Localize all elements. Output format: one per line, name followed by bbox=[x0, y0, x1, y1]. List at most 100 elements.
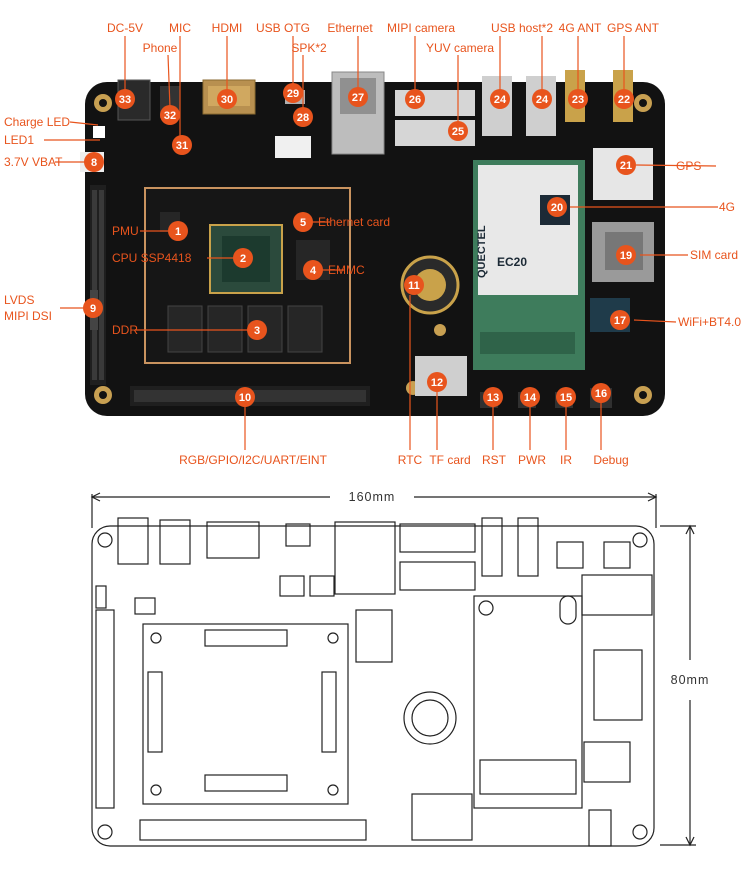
label-vbat: 3.7V VBAT bbox=[4, 155, 63, 169]
label-tf-card: TF card bbox=[429, 453, 470, 467]
svg-text:22: 22 bbox=[618, 94, 630, 106]
callout-labels: DC-5V MIC Phone HDMI USB OTG SPK*2 Ether… bbox=[4, 21, 741, 467]
label-rgb-gpio: RGB/GPIO/I2C/UART/EINT bbox=[179, 453, 327, 467]
badge-21: 21 bbox=[616, 155, 636, 175]
label-usb-otg: USB OTG bbox=[256, 21, 310, 35]
label-sim-card: SIM card bbox=[690, 248, 738, 262]
label-mic: MIC bbox=[169, 21, 191, 35]
label-gps-ant: GPS ANT bbox=[607, 21, 660, 35]
svg-text:12: 12 bbox=[431, 377, 443, 389]
badges: 33 32 31 30 29 28 27 26 25 24 24 23 22 2… bbox=[83, 83, 636, 407]
label-rtc: RTC bbox=[398, 453, 423, 467]
label-spk: SPK*2 bbox=[291, 41, 327, 55]
badge-26: 26 bbox=[405, 89, 425, 109]
badge-4: 4 bbox=[303, 260, 323, 280]
badge-15: 15 bbox=[556, 387, 576, 407]
svg-text:9: 9 bbox=[90, 303, 96, 315]
badge-31: 31 bbox=[172, 135, 192, 155]
label-ir: IR bbox=[560, 453, 572, 467]
ec20-brand-text: QUECTEL bbox=[476, 225, 488, 278]
svg-text:1: 1 bbox=[175, 226, 181, 238]
badge-22: 22 bbox=[614, 89, 634, 109]
badge-13: 13 bbox=[483, 387, 503, 407]
svg-text:15: 15 bbox=[560, 392, 572, 404]
svg-text:17: 17 bbox=[614, 315, 626, 327]
badge-5: 5 bbox=[293, 212, 313, 232]
svg-text:2: 2 bbox=[240, 253, 246, 265]
label-ddr: DDR bbox=[112, 323, 138, 337]
badge-1: 1 bbox=[168, 221, 188, 241]
label-yuv-camera: YUV camera bbox=[426, 41, 494, 55]
badge-32: 32 bbox=[160, 105, 180, 125]
label-rst: RST bbox=[482, 453, 507, 467]
badge-29: 29 bbox=[283, 83, 303, 103]
badge-14: 14 bbox=[520, 387, 540, 407]
svg-text:8: 8 bbox=[91, 157, 97, 169]
badge-25: 25 bbox=[448, 121, 468, 141]
badge-23: 23 bbox=[568, 89, 588, 109]
label-wifi-bt: WiFi+BT4.0 bbox=[678, 315, 741, 329]
badge-10: 10 bbox=[235, 387, 255, 407]
svg-text:27: 27 bbox=[352, 92, 364, 104]
svg-text:21: 21 bbox=[620, 160, 632, 172]
badge-24a: 24 bbox=[490, 89, 510, 109]
badge-28: 28 bbox=[293, 107, 313, 127]
svg-text:31: 31 bbox=[176, 140, 188, 152]
svg-text:23: 23 bbox=[572, 94, 584, 106]
label-debug: Debug bbox=[593, 453, 628, 467]
label-ethernet: Ethernet bbox=[327, 21, 373, 35]
svg-text:26: 26 bbox=[409, 94, 421, 106]
badge-24b: 24 bbox=[532, 89, 552, 109]
label-mipi-dsi: MIPI DSI bbox=[4, 309, 52, 323]
ec20-model-text: EC20 bbox=[497, 255, 527, 269]
badge-16: 16 bbox=[591, 383, 611, 403]
badge-30: 30 bbox=[217, 89, 237, 109]
badge-9: 9 bbox=[83, 298, 103, 318]
label-pwr: PWR bbox=[518, 453, 546, 467]
label-usb-host: USB host*2 bbox=[491, 21, 553, 35]
svg-text:25: 25 bbox=[452, 126, 464, 138]
label-ethernet-card: Ethernet card bbox=[318, 215, 390, 229]
label-dc5v: DC-5V bbox=[107, 21, 143, 35]
badge-20: 20 bbox=[547, 197, 567, 217]
label-emmc: EMMC bbox=[328, 263, 365, 277]
badge-3: 3 bbox=[247, 320, 267, 340]
label-hdmi: HDMI bbox=[212, 21, 243, 35]
badge-2: 2 bbox=[233, 248, 253, 268]
leader-lines bbox=[44, 36, 718, 450]
svg-text:24: 24 bbox=[536, 94, 549, 106]
dimension-width: 160mm bbox=[349, 490, 396, 504]
badge-11: 11 bbox=[404, 275, 424, 295]
svg-text:33: 33 bbox=[119, 94, 131, 106]
label-4g-ant: 4G ANT bbox=[559, 21, 602, 35]
label-gps: GPS bbox=[676, 159, 701, 173]
svg-text:3: 3 bbox=[254, 325, 260, 337]
svg-text:14: 14 bbox=[524, 392, 537, 404]
svg-text:30: 30 bbox=[221, 94, 233, 106]
badge-19: 19 bbox=[616, 245, 636, 265]
label-lvds: LVDS bbox=[4, 293, 34, 307]
svg-text:5: 5 bbox=[300, 217, 306, 229]
svg-text:24: 24 bbox=[494, 94, 507, 106]
label-phone: Phone bbox=[143, 41, 178, 55]
badge-12: 12 bbox=[427, 372, 447, 392]
label-led1: LED1 bbox=[4, 133, 34, 147]
svg-text:19: 19 bbox=[620, 250, 632, 262]
svg-text:16: 16 bbox=[595, 388, 607, 400]
dimension-drawing bbox=[90, 492, 696, 847]
svg-text:10: 10 bbox=[239, 392, 251, 404]
svg-text:13: 13 bbox=[487, 392, 499, 404]
svg-text:11: 11 bbox=[408, 280, 420, 292]
label-mipi-camera: MIPI camera bbox=[387, 21, 455, 35]
label-cpu: CPU SSP4418 bbox=[112, 251, 192, 265]
svg-text:28: 28 bbox=[297, 112, 309, 124]
badge-33: 33 bbox=[115, 89, 135, 109]
label-charge-led: Charge LED bbox=[4, 115, 70, 129]
badge-8: 8 bbox=[84, 152, 104, 172]
dimension-height: 80mm bbox=[671, 673, 710, 687]
label-pmu: PMU bbox=[112, 224, 139, 238]
svg-text:32: 32 bbox=[164, 110, 176, 122]
badge-27: 27 bbox=[348, 87, 368, 107]
svg-text:29: 29 bbox=[287, 88, 299, 100]
